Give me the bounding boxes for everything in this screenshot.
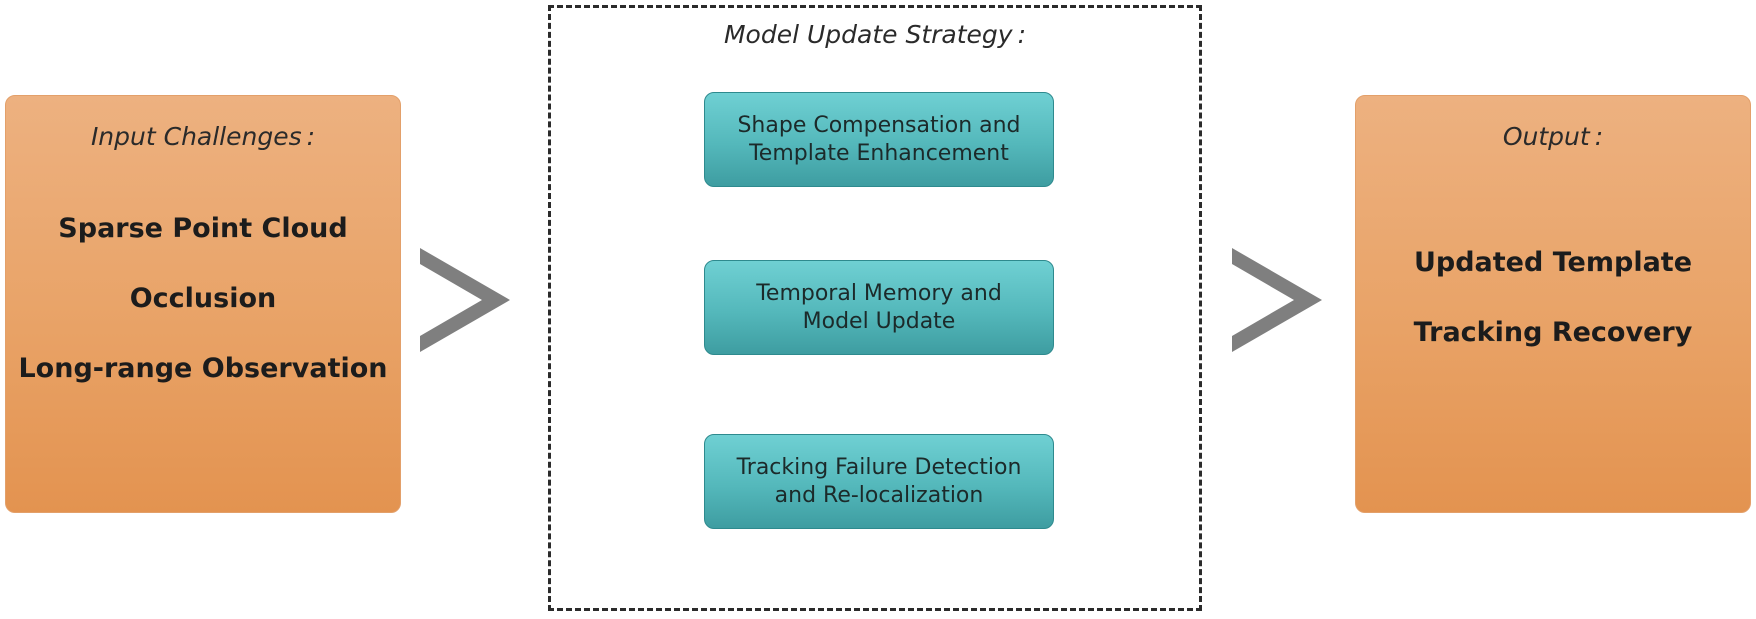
temporal-memory-module: Temporal Memory and Model Update bbox=[704, 260, 1054, 355]
output-tracking-recovery: Tracking Recovery bbox=[1413, 317, 1693, 348]
failure-detection-module: Tracking Failure Detection and Re-locali… bbox=[704, 434, 1054, 529]
shape-compensation-module: Shape Compensation and Template Enhancem… bbox=[704, 92, 1054, 187]
input-challenges-list: Sparse Point Cloud Occlusion Long-range … bbox=[6, 214, 400, 424]
output-updated-template: Updated Template bbox=[1413, 247, 1693, 278]
challenge-long-range-observation: Long-range Observation bbox=[18, 353, 388, 384]
chevron-right-icon bbox=[1232, 248, 1322, 352]
challenge-sparse-point-cloud: Sparse Point Cloud bbox=[58, 213, 348, 244]
chevron-right-icon bbox=[420, 248, 510, 352]
model-update-strategy-title: Model Update Strategy : bbox=[723, 20, 1027, 49]
input-challenges-heading: Input Challenges : bbox=[90, 122, 316, 151]
output-box: Output : Updated Template Tracking Recov… bbox=[1355, 95, 1751, 513]
output-heading: Output : bbox=[1502, 122, 1604, 151]
challenge-occlusion: Occlusion bbox=[129, 283, 277, 314]
output-list: Updated Template Tracking Recovery bbox=[1356, 248, 1750, 388]
model-update-strategy-frame: Model Update Strategy : Shape Compensati… bbox=[548, 5, 1202, 611]
input-challenges-box: Input Challenges : Sparse Point Cloud Oc… bbox=[5, 95, 401, 513]
